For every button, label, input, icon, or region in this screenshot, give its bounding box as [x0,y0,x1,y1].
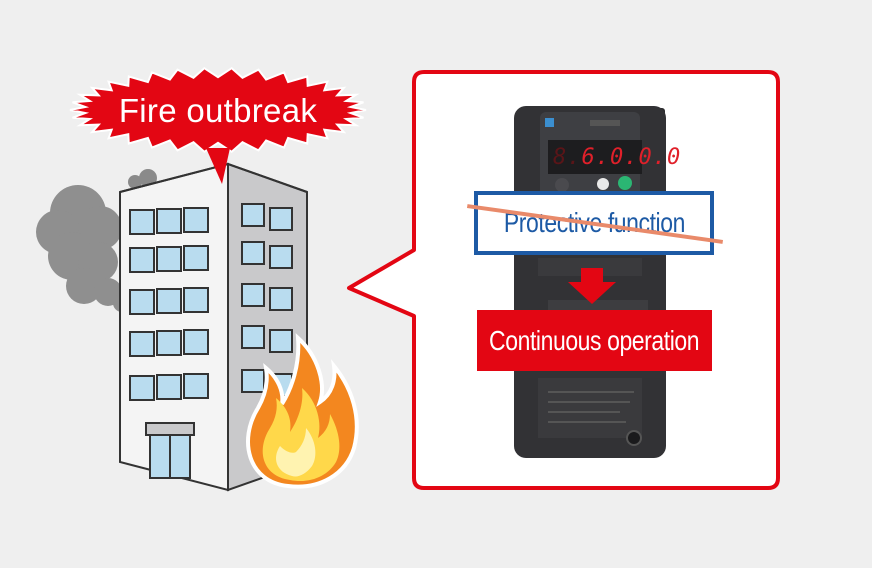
building-window [241,283,265,307]
building-window [183,207,209,233]
device-display-readout: 8.6.0.0.0 [553,145,682,170]
building-window [129,289,155,315]
building-window [241,203,265,227]
building-window [129,209,155,235]
building-window [156,246,182,272]
building-window [156,374,182,400]
protective-function-box: Protective function [474,191,714,255]
building-entrance [145,422,195,479]
building-window [241,369,265,393]
building-window [156,288,182,314]
building-window [269,287,293,311]
building-window [241,241,265,265]
building-window [156,208,182,234]
building-window [129,375,155,401]
continuous-operation-label: Continuous operation [489,324,700,356]
fire-icon [246,333,359,489]
building-window [183,373,209,399]
building-window [269,329,293,353]
building-window [269,207,293,231]
building-window [241,325,265,349]
fire-outbreak-label: Fire outbreak [118,92,318,129]
building-front-windows [129,207,209,401]
building-window [183,329,209,355]
building-window [183,287,209,313]
down-arrow-icon [568,268,616,304]
building-window [129,247,155,273]
building-window [269,245,293,269]
continuous-operation-box: Continuous operation [477,310,712,371]
building-window [183,245,209,271]
fire-outbreak-burst [69,66,367,184]
building-window [156,330,182,356]
smoke-icon [36,169,157,312]
building-side-windows [241,203,293,397]
building-window [129,331,155,357]
